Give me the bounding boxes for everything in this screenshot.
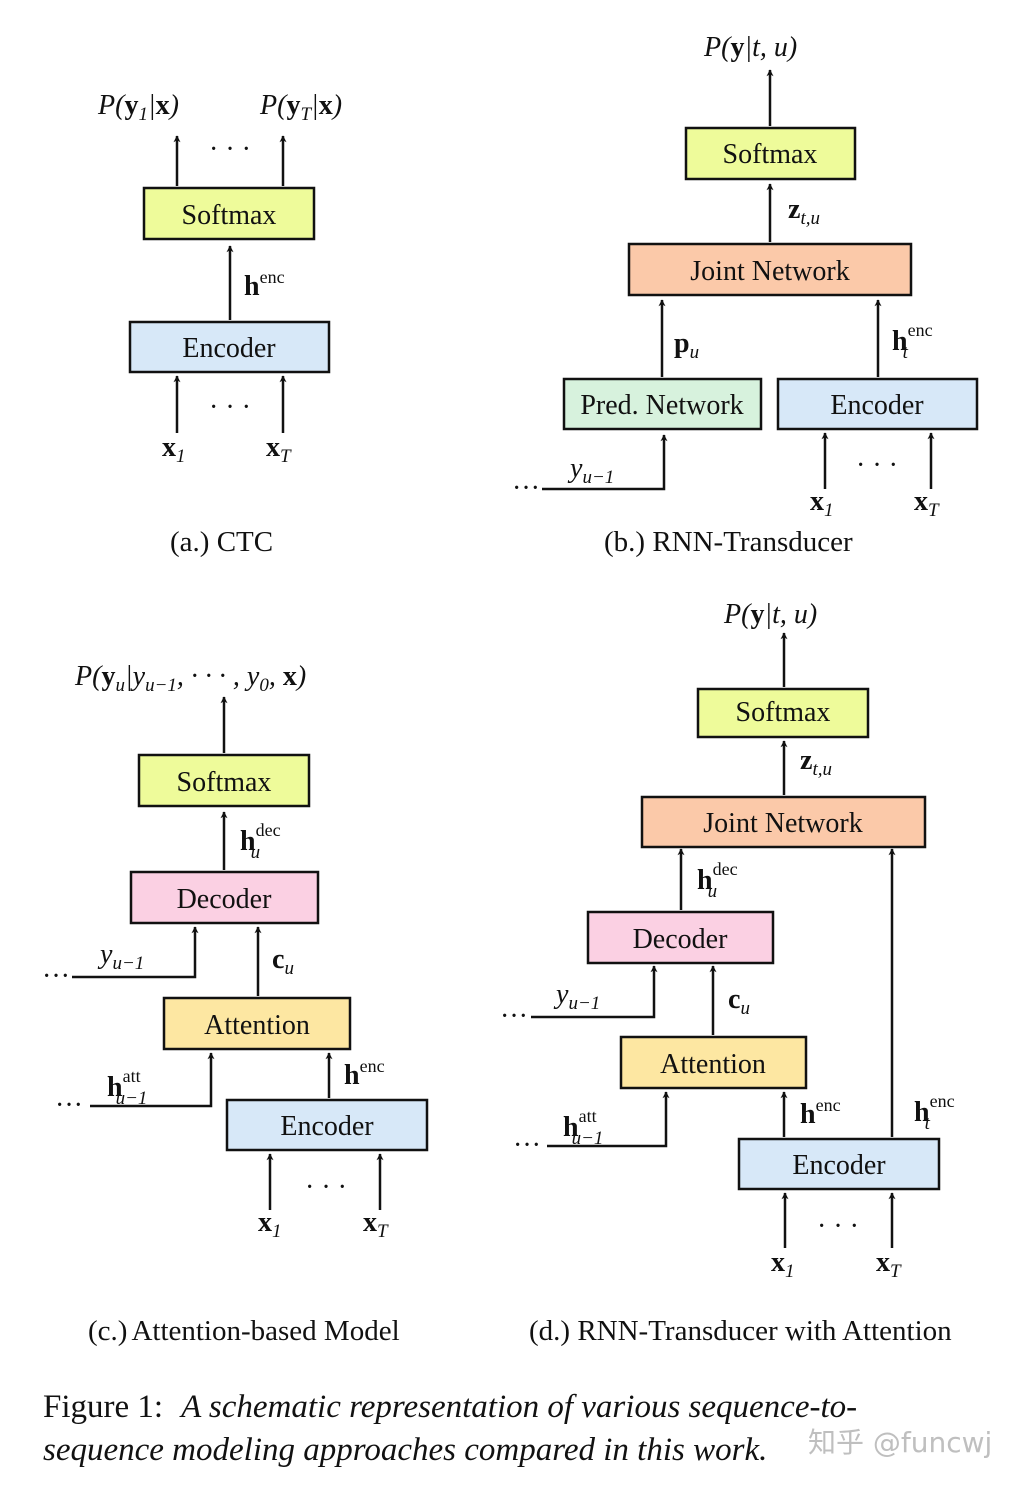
joint-network-box bbox=[640, 795, 927, 849]
joint-network-box bbox=[627, 242, 913, 297]
watermark: 知乎 @funcwj bbox=[808, 1426, 992, 1459]
encoder-label: Encoder bbox=[182, 333, 276, 364]
figure-caption-line-2: sequence modeling approaches compared in… bbox=[43, 1432, 767, 1468]
panel-caption: (d.) RNN-Transducer with Attention bbox=[529, 1315, 952, 1347]
panel-caption: (a.) CTC bbox=[170, 526, 273, 558]
output-label-T: P(yT|x) bbox=[259, 90, 342, 125]
softmax-label: Softmax bbox=[182, 200, 277, 231]
input-x1: x1 bbox=[771, 1247, 795, 1282]
c-label: cu bbox=[272, 944, 294, 979]
encoder-label: Encoder bbox=[830, 390, 924, 421]
encoder-box bbox=[776, 377, 979, 431]
ellipsis: · · · bbox=[209, 134, 251, 165]
softmax-box bbox=[142, 186, 316, 241]
decoder-label: Decoder bbox=[633, 924, 729, 955]
input-x1: x1 bbox=[258, 1207, 282, 1242]
encoder-box bbox=[128, 320, 331, 374]
output-label-1: P(y1|x) bbox=[97, 90, 179, 125]
lead-dots: ··· bbox=[42, 961, 70, 992]
ellipsis: · · · bbox=[305, 1172, 347, 1203]
joint-network-label: Joint Network bbox=[703, 808, 862, 839]
ellipsis: · · · bbox=[817, 1211, 859, 1242]
figure-caption: Figure 1:A schematic representation of v… bbox=[43, 1389, 857, 1468]
panel-caption: (b.) RNN-Transducer bbox=[604, 526, 853, 558]
z-label: zt,u bbox=[788, 194, 820, 229]
lead-dots: ··· bbox=[512, 473, 540, 504]
output-label: P(y|t, u) bbox=[703, 32, 797, 63]
panel-d: P(y|t, u) Softmax zt,u Joint Network hde… bbox=[500, 599, 955, 1347]
joint-network-label: Joint Network bbox=[690, 256, 849, 287]
arrows bbox=[72, 69, 935, 1248]
lead-dots: ··· bbox=[513, 1130, 541, 1161]
softmax-box bbox=[137, 753, 311, 808]
c-label: cu bbox=[728, 984, 750, 1019]
y-prev-label: yu−1 bbox=[97, 939, 144, 974]
z-label: zt,u bbox=[800, 745, 832, 780]
attention-label: Attention bbox=[204, 1010, 310, 1041]
input-xT: xT bbox=[363, 1207, 389, 1242]
decoder-box bbox=[129, 870, 320, 925]
panel-caption: (c.)Attention-based Model bbox=[88, 1315, 400, 1347]
h-enc-label: henc bbox=[800, 1095, 841, 1130]
softmax-label: Softmax bbox=[736, 697, 831, 728]
encoder-label: Encoder bbox=[280, 1111, 374, 1142]
softmax-box bbox=[684, 126, 857, 181]
encoder-label: Encoder bbox=[792, 1150, 886, 1181]
output-label: P(y|t, u) bbox=[723, 599, 817, 630]
encoder-box bbox=[225, 1098, 429, 1152]
h-enc-label: henc bbox=[344, 1056, 385, 1091]
softmax-label: Softmax bbox=[723, 139, 818, 170]
attention-label: Attention bbox=[660, 1049, 766, 1080]
ellipsis: · · · bbox=[209, 392, 251, 423]
input-x1: x1 bbox=[162, 432, 186, 467]
decoder-box bbox=[586, 910, 775, 965]
input-xT: xT bbox=[876, 1247, 902, 1282]
pred-network-box bbox=[562, 377, 763, 431]
input-xT: xT bbox=[266, 432, 292, 467]
encoder-box bbox=[737, 1137, 941, 1191]
attention-box bbox=[619, 1035, 808, 1090]
lead-dots: ··· bbox=[500, 1001, 528, 1032]
softmax-box bbox=[696, 687, 870, 739]
input-xT: xT bbox=[914, 486, 940, 521]
decoder-label: Decoder bbox=[177, 884, 273, 915]
p-label: pu bbox=[674, 328, 699, 363]
y-prev-label: yu−1 bbox=[553, 979, 600, 1014]
output-label: P(yu|yu−1, · · · , y0, x) bbox=[74, 661, 306, 696]
attention-box bbox=[162, 996, 352, 1051]
panel-b: P(y|t, u) Softmax zt,u Joint Network pu … bbox=[512, 32, 979, 558]
y-prev-label: yu−1 bbox=[567, 453, 614, 488]
figure-caption-line-1: Figure 1:A schematic representation of v… bbox=[43, 1389, 857, 1425]
panel-a: P(y1|x) P(yT|x) · · · Softmax henc Encod… bbox=[97, 90, 342, 558]
h-enc-label: henc bbox=[244, 267, 285, 302]
softmax-label: Softmax bbox=[177, 767, 272, 798]
ellipsis: · · · bbox=[856, 450, 898, 481]
lead-dots: ··· bbox=[55, 1090, 83, 1121]
pred-network-label: Pred. Network bbox=[580, 390, 743, 421]
input-x1: x1 bbox=[810, 486, 834, 521]
